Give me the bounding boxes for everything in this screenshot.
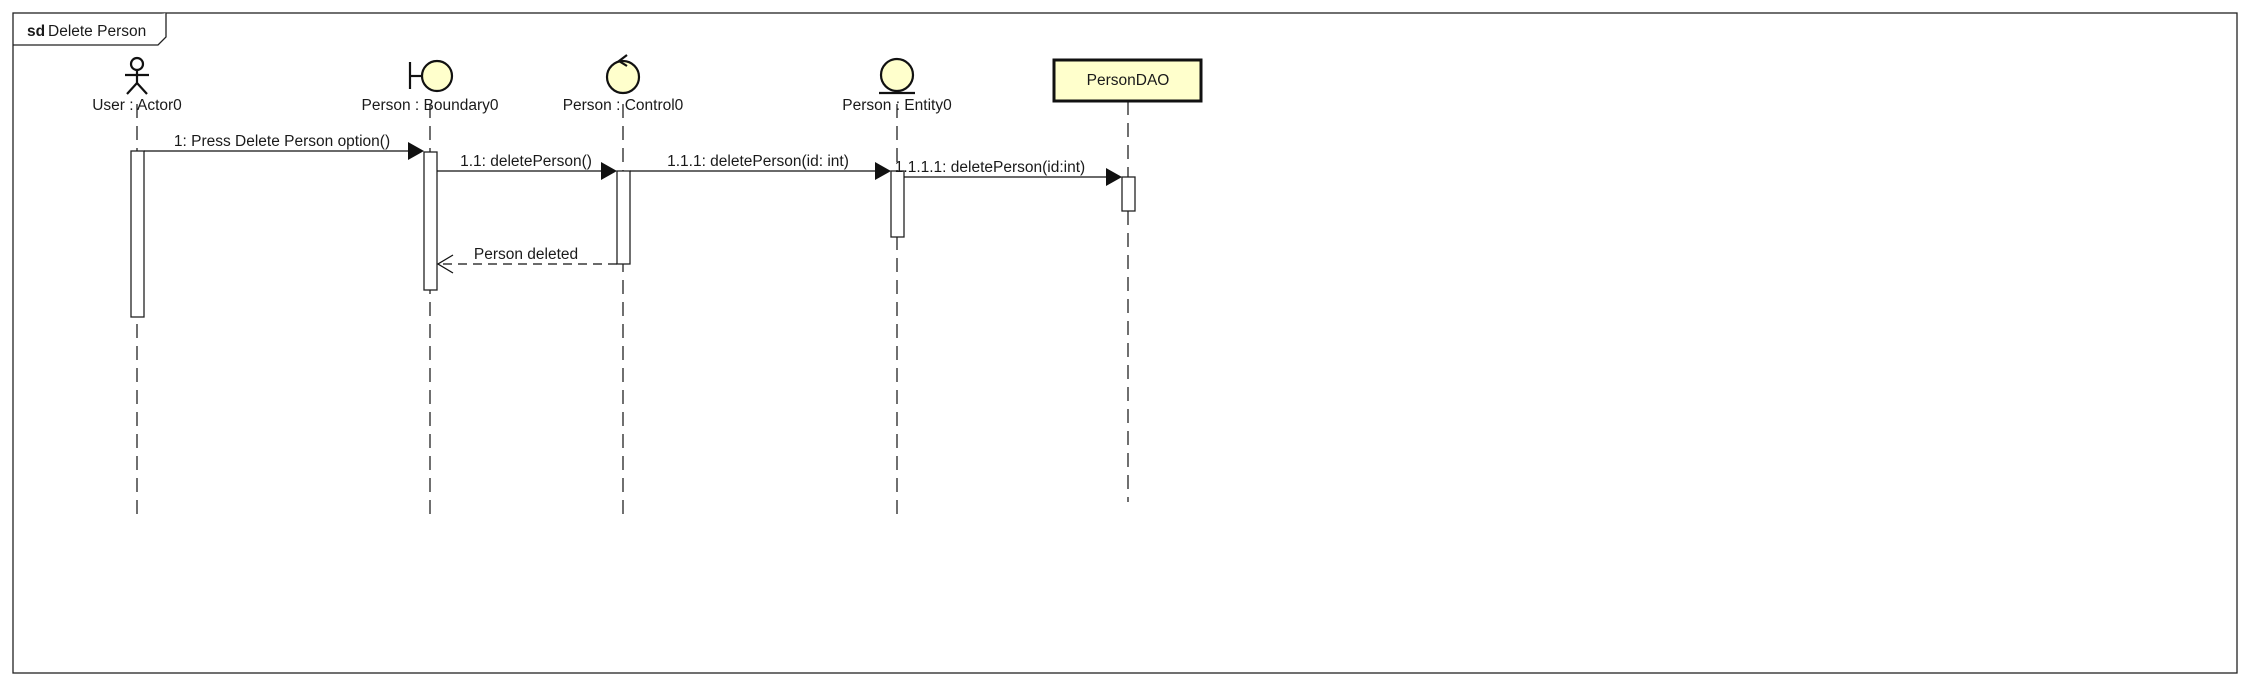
arrowhead [601, 162, 617, 180]
activation-dao [1121, 176, 1136, 212]
arrowhead [875, 162, 891, 180]
lifeline-label-user: User : Actor0 [92, 97, 182, 114]
activation-boundary [423, 151, 438, 291]
message-label: 1.1.1: deletePerson(id: int) [667, 153, 849, 170]
class-box: PersonDAO [1052, 58, 1203, 103]
message-1: 1: Press Delete Person option() [144, 133, 424, 160]
actor-icon [125, 56, 149, 95]
lifeline-label-entity: Person : Entity0 [842, 97, 952, 114]
message-1-1-1-1: 1.1.1.1: deletePerson(id:int) [895, 159, 1122, 186]
boundary-icon [408, 59, 454, 93]
activation-user [130, 150, 145, 318]
message-label: 1.1.1.1: deletePerson(id:int) [895, 159, 1085, 176]
frame-title: Delete Person [48, 23, 146, 40]
lifeline-label-boundary: Person : Boundary0 [361, 97, 498, 114]
diagram-frame [12, 12, 2238, 674]
message-1-1-1: 1.1.1: deletePerson(id: int) [630, 153, 891, 180]
message-label: Person deleted [474, 246, 578, 263]
arrowhead [1106, 168, 1122, 186]
lifeline-label-control: Person : Control0 [563, 97, 684, 114]
message-label: 1.1: deletePerson() [460, 153, 592, 170]
lifeline-label-dao: PersonDAO [1087, 72, 1170, 89]
frame-tab [13, 13, 167, 46]
activation-entity [890, 170, 905, 238]
arrowhead [408, 142, 424, 160]
entity-icon [879, 57, 915, 95]
message-label: 1: Press Delete Person option() [174, 133, 390, 150]
frame-keyword: sd [27, 23, 45, 40]
message-1-1: 1.1: deletePerson() [437, 153, 617, 180]
open-arrowhead [436, 254, 454, 274]
return-message: Person deleted [436, 246, 617, 274]
control-icon [605, 54, 641, 95]
activation-control [616, 170, 631, 265]
